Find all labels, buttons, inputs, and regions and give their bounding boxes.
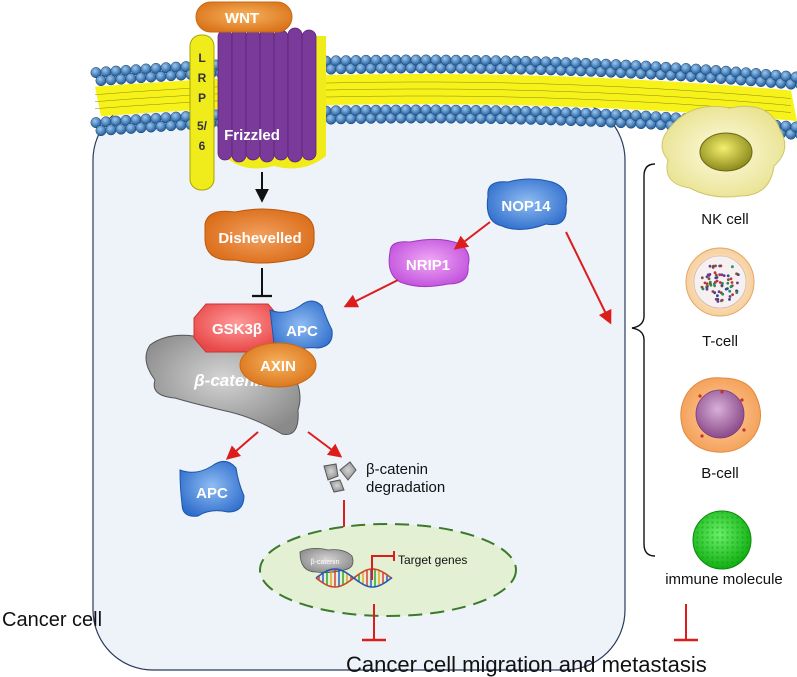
- b-cell-label: B-cell: [701, 465, 739, 482]
- gsk3b-label: GSK3β: [212, 321, 262, 338]
- wnt-ligand: WNT: [195, 1, 293, 33]
- nrip1-to-apc-arrow: [343, 279, 399, 308]
- nk-cell-label: NK cell: [701, 211, 749, 228]
- immune-molecule: [692, 510, 752, 570]
- target-genes-label: Target genes: [398, 553, 467, 567]
- dishevelled-label: Dishevelled: [218, 230, 301, 247]
- nop14-to-nrip1-arrow: [453, 221, 491, 250]
- lrp-letter: 5/: [197, 119, 208, 133]
- transcription-arrow: [371, 551, 395, 580]
- t-cell: [685, 247, 755, 317]
- destruction-complex: β-catenin GSK3β APC AXIN: [145, 300, 333, 435]
- nop14-protein: NOP14: [486, 178, 568, 230]
- frizzled-receptor: Frizzled: [217, 27, 326, 169]
- complex-to-degradation-arrow: [307, 431, 343, 458]
- b-cell: [680, 377, 761, 453]
- nucleus-inhibits-metastasis: [362, 604, 386, 642]
- lrp-5-6-receptor: L R P 5/ 6: [189, 34, 215, 191]
- immune-bracket: [631, 163, 656, 557]
- outcome-label: Cancer cell migration and metastasis: [346, 652, 707, 677]
- axin-protein: AXIN: [239, 342, 317, 388]
- lrp-letter: 6: [199, 139, 206, 153]
- frizzled-label: Frizzled: [224, 127, 280, 144]
- axin-label: AXIN: [260, 358, 296, 375]
- apc-protein-free: APC: [179, 461, 245, 517]
- nucleus-beta-catenin: β-catenin: [299, 548, 354, 574]
- apc-protein-complex: APC: [269, 300, 333, 355]
- wnt-label: WNT: [225, 10, 259, 27]
- degraded-beta-catenin-fragments: [323, 461, 357, 493]
- degradation-label-line2: degradation: [366, 479, 445, 496]
- immune-inhibits-metastasis: [674, 604, 698, 642]
- t-cell-label: T-cell: [702, 333, 738, 350]
- nrip1-protein: NRIP1: [388, 238, 470, 288]
- cancer-cell-label: Cancer cell: [2, 609, 102, 631]
- dishevelled-protein: Dishevelled: [204, 208, 315, 264]
- apc-free-label: APC: [196, 485, 228, 502]
- lrp-letter: R: [198, 71, 207, 85]
- nop14-to-immune-arrow: [565, 231, 612, 325]
- lrp-letter: P: [198, 91, 206, 105]
- gsk3b-protein: GSK3β: [193, 303, 281, 353]
- lrp-letter: L: [198, 51, 205, 65]
- nucleus-beta-catenin-label: β-catenin: [311, 559, 340, 566]
- dishevelled-inhibits-complex: [252, 268, 272, 298]
- complex-to-apc-arrow: [225, 431, 259, 460]
- nrip1-label: NRIP1: [406, 257, 450, 274]
- nk-cell: [661, 105, 786, 198]
- apc-complex-label: APC: [286, 323, 318, 340]
- nop14-label: NOP14: [501, 198, 551, 215]
- degradation-label-line1: β-catenin: [366, 461, 428, 478]
- nucleus: β-catenin Target genes: [259, 523, 517, 617]
- immune-molecule-label: immune molecule: [665, 571, 783, 588]
